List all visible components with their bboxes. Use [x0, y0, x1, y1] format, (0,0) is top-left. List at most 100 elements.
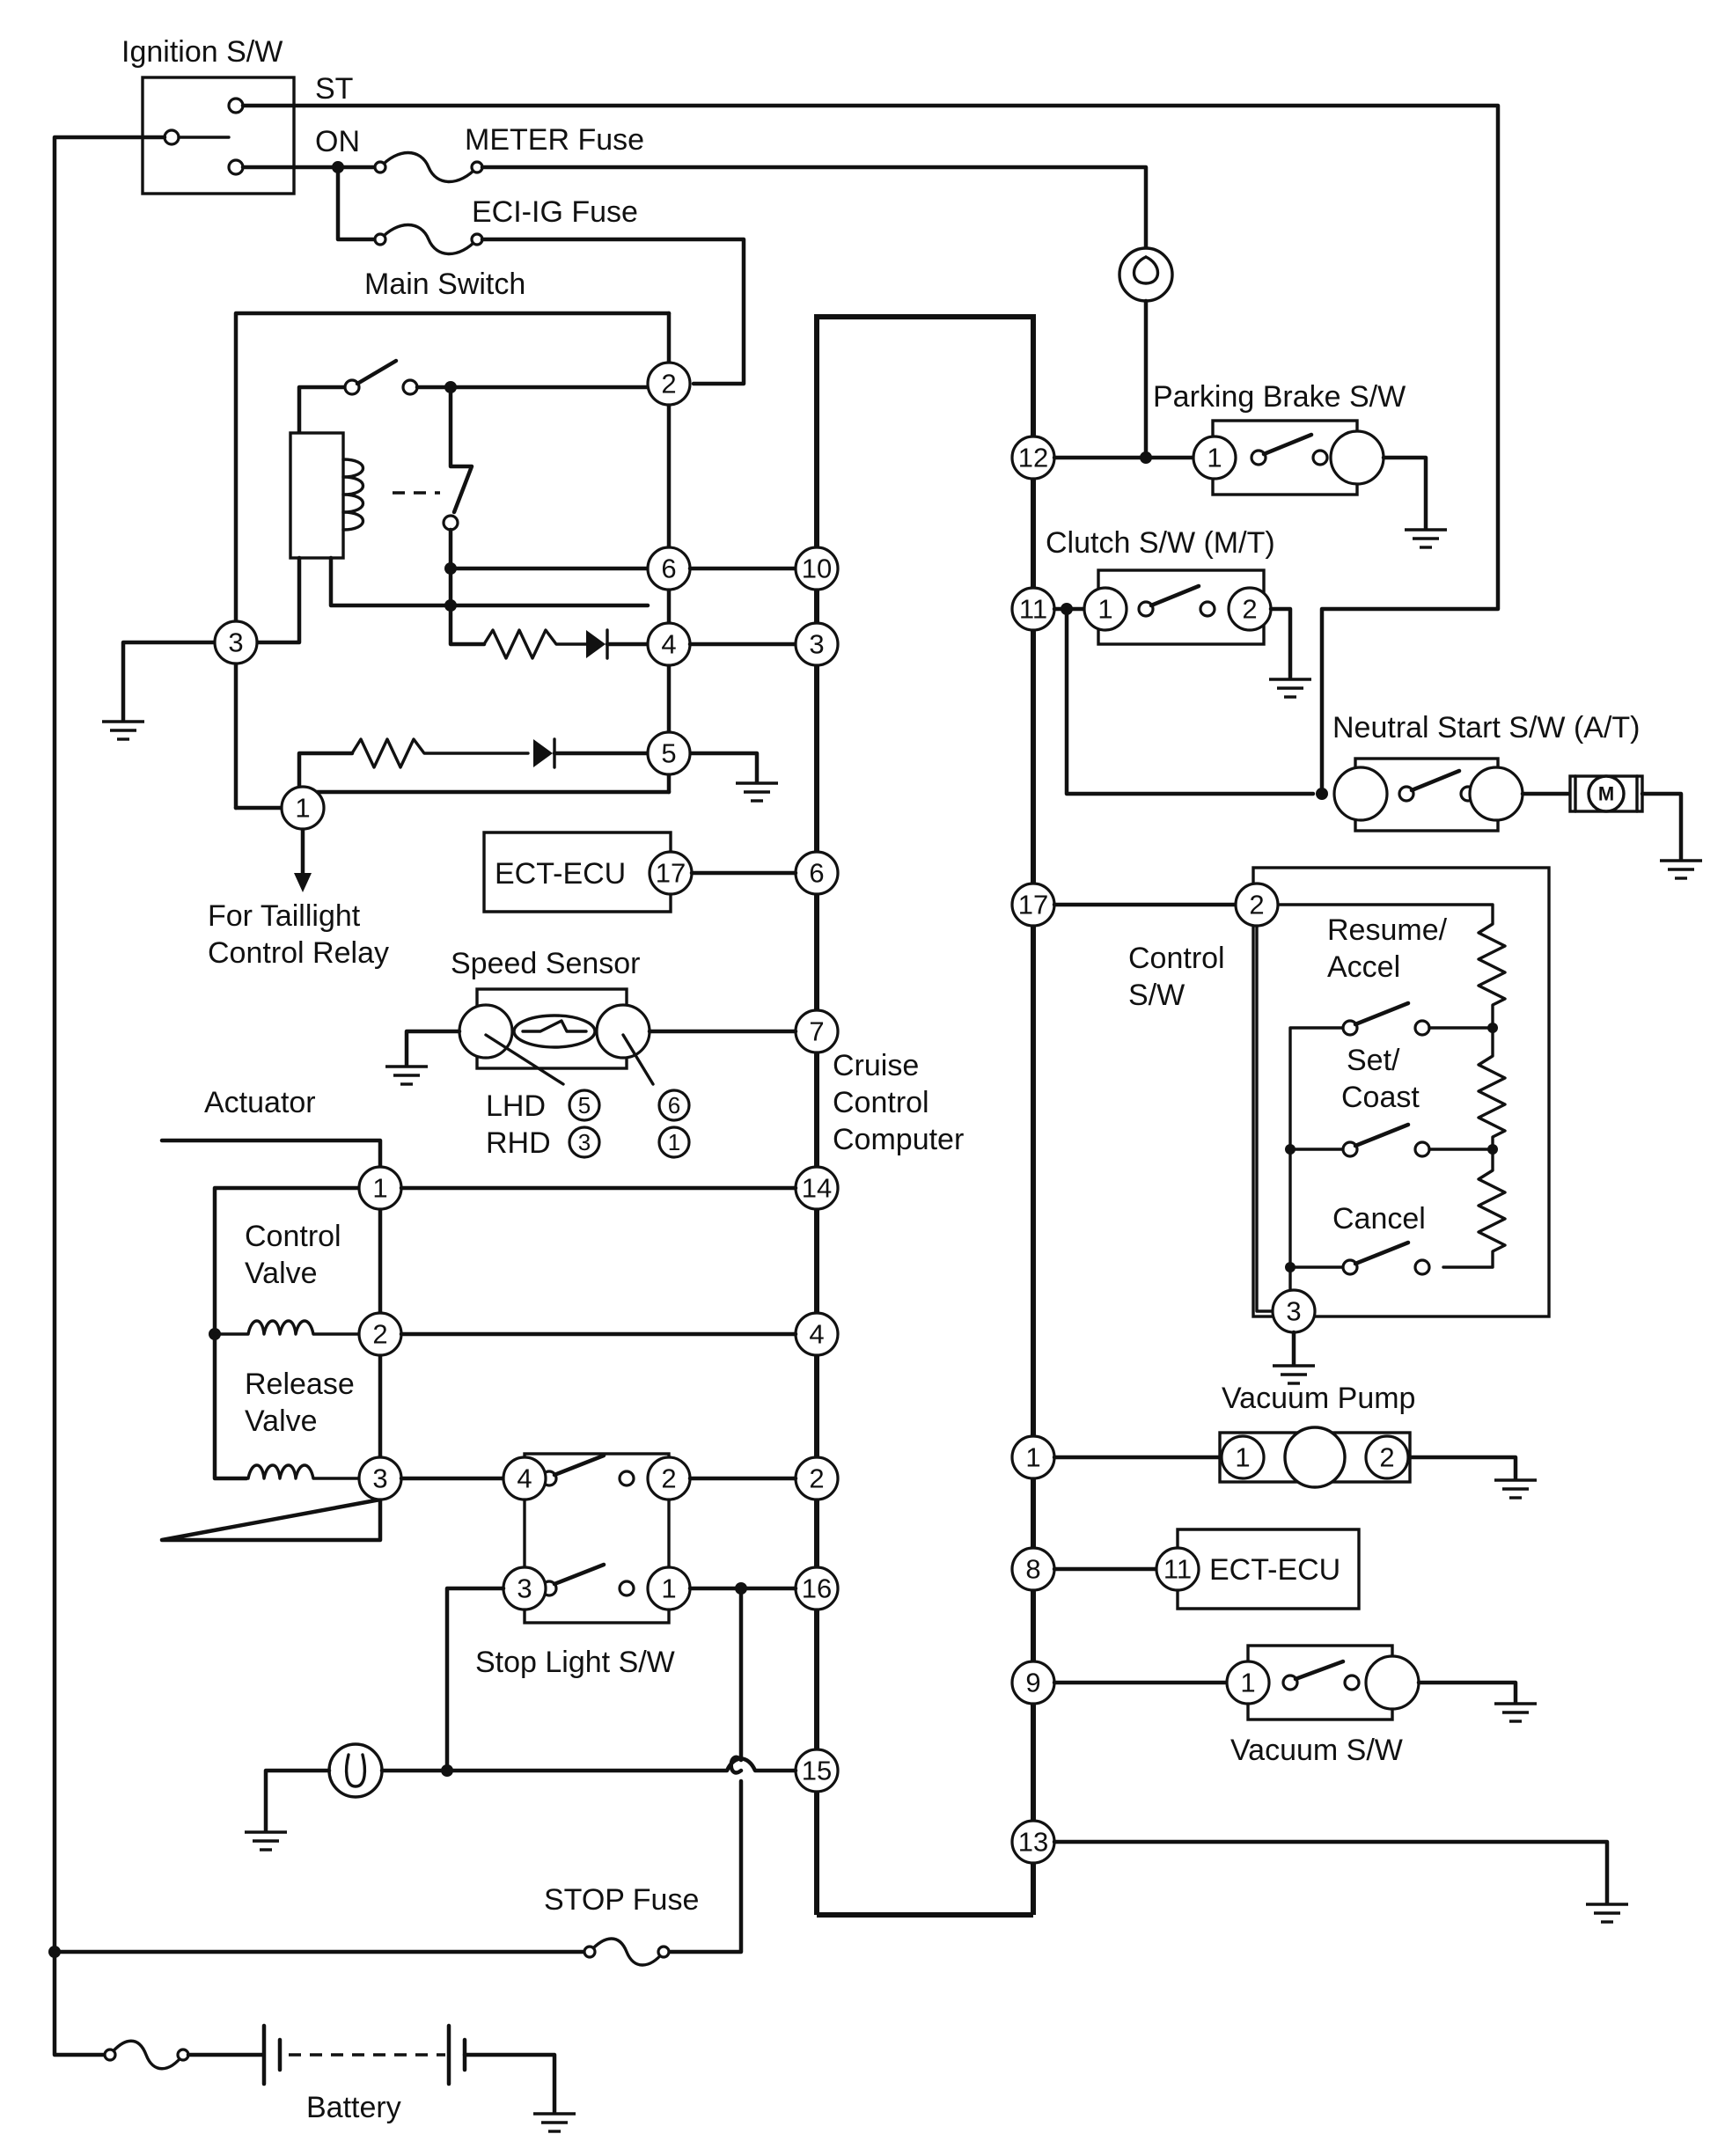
- taillight-label-line2: Control Relay: [208, 936, 389, 970]
- ignition-st-label: ST: [315, 72, 353, 106]
- rhd-pin-a: [568, 1126, 601, 1159]
- pin-number: 3: [517, 1573, 532, 1604]
- pin-number: 4: [809, 1319, 824, 1350]
- main-pin-3: [213, 620, 259, 665]
- taillight-arrow: [294, 873, 312, 892]
- battery-label: Battery: [306, 2091, 401, 2124]
- main-pin-5: [646, 730, 692, 776]
- control-switch: Control S/W Resume/ Accel Set/ Coast Can…: [1052, 866, 1551, 1385]
- ignition-common-terminal: [163, 128, 180, 146]
- battery-fusible-link: [108, 2039, 185, 2071]
- pin-number: 12: [1018, 443, 1048, 473]
- set-coast-blade: [1353, 1122, 1411, 1148]
- ground-symbol: [1493, 1702, 1538, 1723]
- battery: Battery: [103, 2023, 577, 2133]
- switch-contact: [401, 378, 419, 396]
- resistor-set: [1477, 1026, 1507, 1151]
- pin-number: 8: [1025, 1554, 1040, 1585]
- clutch-switch: Clutch S/W (M/T) 1 2: [1046, 526, 1313, 699]
- ground-symbol: [1267, 678, 1313, 699]
- fuse-terminal: [103, 2048, 117, 2062]
- ground-symbol: [1493, 1478, 1538, 1500]
- parking-pin-1: [1192, 435, 1237, 480]
- motor-letter: M: [1598, 783, 1614, 805]
- stop-pin-4: [502, 1456, 547, 1501]
- pin-number: 3: [578, 1129, 591, 1155]
- cancel-blade: [1353, 1240, 1411, 1266]
- vacuum-sw-ground-wire: [1416, 1680, 1518, 1705]
- main-pin-1: [280, 785, 326, 831]
- resume-label-2: Accel: [1327, 950, 1400, 984]
- speed-sensor-ground-wire: [404, 1029, 462, 1067]
- resistor-resume: [1278, 903, 1507, 1030]
- pin-number: 1: [372, 1173, 387, 1204]
- stop-lamp-ground-wire: [263, 1768, 332, 1833]
- junction-dot: [1316, 788, 1328, 800]
- resistor-cancel: [1442, 1148, 1507, 1269]
- leader-line: [621, 1033, 655, 1086]
- pin-number: 2: [1249, 890, 1264, 920]
- cc-pin-10: [794, 546, 840, 591]
- parking-brake-switch: Parking Brake S/W 1: [1052, 380, 1449, 549]
- relay-contact: [442, 514, 459, 532]
- ignition-st-terminal: [227, 97, 245, 114]
- pin-number: 16: [802, 1573, 832, 1604]
- battery-ground-wire: [462, 2052, 557, 2115]
- pin-number: 2: [809, 1463, 824, 1494]
- ect-ecu-right: 11 ECT-ECU: [1052, 1528, 1361, 1610]
- computer-label-line3: Computer: [833, 1123, 964, 1156]
- switch-contact: [618, 1470, 635, 1487]
- ignition-switch: Ignition S/W ST ON: [121, 35, 360, 195]
- ground-symbol: [243, 1830, 289, 1852]
- pin-number: 5: [578, 1092, 591, 1118]
- pin-number: 15: [802, 1756, 832, 1786]
- switch-contact: [1413, 1258, 1431, 1276]
- control-valve-label-1: Control: [245, 1220, 341, 1253]
- main-switch-label: Main Switch: [364, 268, 525, 301]
- ground-symbol: [384, 1065, 429, 1086]
- relay-lower-wire: [253, 555, 650, 645]
- battery-main-wire: [52, 135, 167, 2057]
- eci-branch-wire: [335, 165, 383, 242]
- resume-label-1: Resume/: [1327, 913, 1448, 947]
- main-resistor-a: [482, 628, 588, 660]
- actuator: Actuator Control Valve Release Valve 1 2…: [159, 1086, 403, 1543]
- eci-ig-fuse: [378, 224, 479, 255]
- cancel-label: Cancel: [1332, 1202, 1426, 1236]
- vacuum-pump-label: Vacuum Pump: [1222, 1382, 1415, 1415]
- ground-symbol: [532, 2112, 577, 2133]
- pin-number: 3: [809, 629, 824, 660]
- pin-number: 11: [1019, 594, 1047, 625]
- fuse-terminal: [373, 232, 387, 246]
- parking-terminal: [1329, 429, 1385, 486]
- main-diode-b: [533, 739, 553, 767]
- control-sw-common-wire: [1288, 1026, 1345, 1292]
- pin-number: 13: [1018, 1827, 1048, 1858]
- ignition-on-terminal: [227, 158, 245, 176]
- parking-ground-wire: [1381, 455, 1428, 531]
- pin-number: 9: [1025, 1668, 1040, 1698]
- speed-sensor-terminal-b: [595, 1003, 651, 1060]
- stop-fuse-feed-wire: [666, 1778, 744, 1954]
- pin-number: 4: [661, 629, 676, 660]
- ground-symbol: [1658, 859, 1704, 880]
- pin5-ground-wire: [687, 751, 760, 784]
- ect-ecu-label: ECT-ECU: [495, 857, 626, 891]
- pin-number: 2: [661, 1463, 676, 1494]
- release-valve-coil: [246, 1463, 361, 1480]
- control-sw-label-1: Control: [1128, 942, 1225, 975]
- ground-symbol: [1403, 528, 1449, 549]
- wire-13-to-ground: [1052, 1839, 1610, 1905]
- pin-number: 6: [661, 554, 676, 584]
- st-wire: [240, 103, 1501, 796]
- main-switch-blade: [355, 358, 399, 386]
- cruise-indicator-lamp: [1118, 246, 1174, 303]
- stop3-to-lamp-wire: [444, 1586, 506, 1773]
- pin-number: 1: [668, 1129, 680, 1155]
- ground-symbol: [1271, 1364, 1317, 1385]
- vacuum-switch: 1 Vacuum S/W: [1052, 1644, 1538, 1767]
- pin-number: 6: [668, 1092, 680, 1118]
- pin-number: 1: [1097, 594, 1112, 625]
- pin-number: 2: [661, 369, 676, 400]
